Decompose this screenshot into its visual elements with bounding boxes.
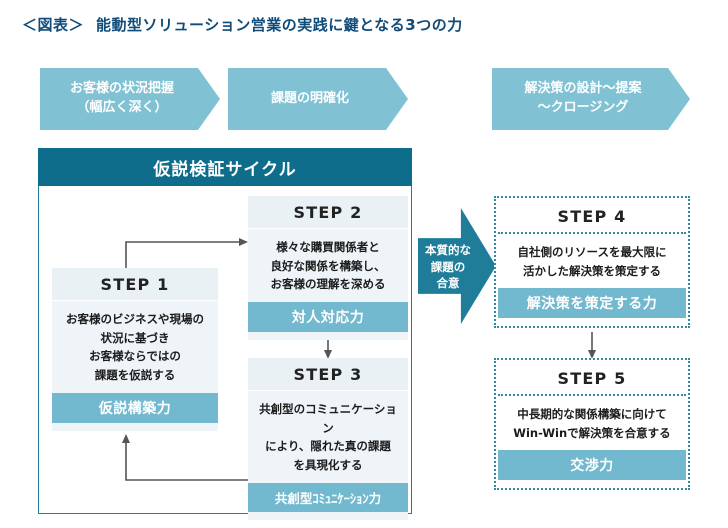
step-card-1-title: STEP 1 xyxy=(52,268,218,301)
step-card-4-spacer xyxy=(498,318,686,325)
step-card-4-title: STEP 4 xyxy=(498,200,686,234)
step-card-4[interactable]: STEP 4 自社側のリソースを最大限に 活かした解決策を策定する 解決策を策定… xyxy=(494,196,690,329)
phase-chevron-1-label: お客様の状況把握 （幅広く深く） xyxy=(69,81,174,115)
step-card-3-badge: 共創型ｺﾐｭﾆｹｰｼｮﾝ力 xyxy=(248,482,408,512)
step-card-2-spacer xyxy=(248,331,408,340)
page-title-text: 能動型ソリューション営業の実践に鍵となる3つの力 xyxy=(96,16,463,34)
phase-chevron-2-label: 課題の明確化 xyxy=(270,90,349,106)
step-card-5-title: STEP 5 xyxy=(498,362,686,396)
step-card-3-title: STEP 3 xyxy=(248,358,408,391)
step-card-1-spacer xyxy=(52,422,218,431)
step-card-2-body: 様々な購買関係者と 良好な関係を構築し、 お客様の理解を深める xyxy=(248,229,408,302)
step-card-4-body: 自社側のリソースを最大限に 活かした解決策を策定する xyxy=(498,234,686,289)
connector-step3-to-step1 xyxy=(122,434,250,481)
step-card-5-badge: 交渉力 xyxy=(498,450,686,481)
page-title-tag: ＜図表＞ xyxy=(22,16,85,34)
step-card-1[interactable]: STEP 1 お客様のビジネスや現場の 状況に基づき お客様ならではの 課題を仮… xyxy=(52,268,218,431)
step-card-3[interactable]: STEP 3 共創型のコミュニケーション により、隠れた真の課題 を具現化する … xyxy=(248,358,408,520)
step-card-5-body: 中長期的な関係構築に向けて Win-Winで解決策を合意する xyxy=(498,396,686,451)
step-card-2-badge: 対人対応力 xyxy=(248,301,408,332)
step-card-5[interactable]: STEP 5 中長期的な関係構築に向けて Win-Winで解決策を合意する 交渉… xyxy=(494,358,690,491)
phase-chevron-3-label: 解決策の設計〜提案 〜クロージング xyxy=(524,81,642,115)
step-card-4-badge: 解決策を策定する力 xyxy=(498,288,686,319)
step-card-3-body: 共創型のコミュニケーション により、隠れた真の課題 を具現化する xyxy=(248,391,408,483)
page-title: ＜図表＞ 能動型ソリューション営業の実践に鍵となる3つの力 xyxy=(22,14,463,35)
step-card-3-spacer xyxy=(248,511,408,520)
hypothesis-cycle-header: 仮説検証サイクル xyxy=(38,148,412,186)
step-card-2-title: STEP 2 xyxy=(248,196,408,229)
phase-chevron-3: 解決策の設計〜提案 〜クロージング xyxy=(492,68,690,130)
connector-step4-to-step5 xyxy=(588,332,596,359)
step-card-1-body: お客様のビジネスや現場の 状況に基づき お客様ならではの 課題を仮説する xyxy=(52,301,218,393)
essential-issue-agreement-label: 本質的な 課題の 合意 xyxy=(425,242,471,291)
phase-chevron-2: 課題の明確化 xyxy=(228,68,408,130)
step-card-5-spacer xyxy=(498,480,686,487)
phase-chevron-1: お客様の状況把握 （幅広く深く） xyxy=(40,68,220,130)
step-card-1-badge: 仮説構築力 xyxy=(52,392,218,423)
step-card-2[interactable]: STEP 2 様々な購買関係者と 良好な関係を構築し、 お客様の理解を深める 対… xyxy=(248,196,408,340)
